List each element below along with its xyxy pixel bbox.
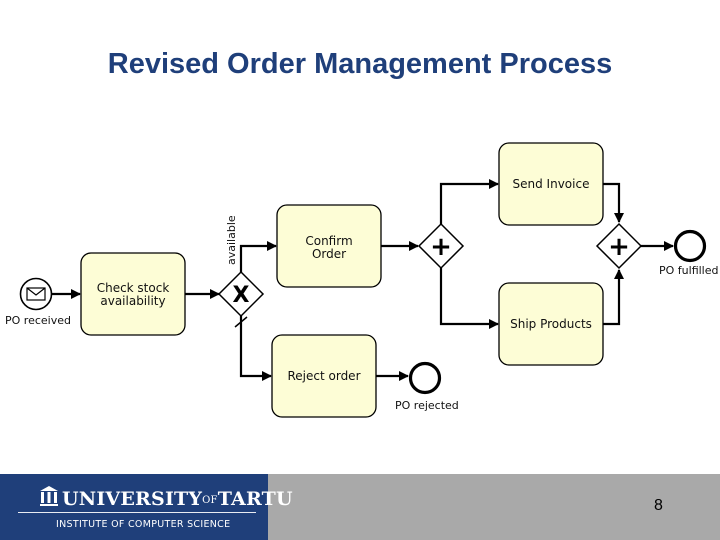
task-reject-order: Reject order — [271, 334, 377, 418]
flow-and-split-to-ship — [439, 268, 499, 329]
institute-name: INSTITUTE OF COMPUTER SCIENCE — [56, 519, 231, 530]
building-icon — [40, 486, 58, 506]
start-event-label: PO received — [5, 314, 71, 327]
flow-and-split-to-invoice — [439, 179, 499, 224]
and-join-gateway: + — [595, 222, 643, 270]
page-number: 8 — [654, 497, 663, 514]
and-split-symbol: + — [430, 232, 452, 262]
task-confirm-order: Confirm Order — [276, 204, 382, 288]
default-flow-marker — [234, 316, 248, 328]
end-event-fulfilled-label: PO fulfilled — [659, 264, 718, 277]
flow-ship-to-and-join — [603, 269, 624, 326]
end-event-rejected — [408, 361, 442, 395]
and-split-gateway: + — [417, 222, 465, 270]
university-branding: UNIVERSITYOFTARTU INSTITUTE OF COMPUTER … — [0, 474, 293, 540]
task-confirm-order-line1: Confirm — [305, 234, 352, 248]
end-event-rejected-label: PO rejected — [395, 399, 459, 412]
end-event-fulfilled — [673, 229, 707, 263]
task-check-stock: Check stock availability — [80, 252, 186, 336]
flow-xor-to-confirm — [239, 241, 277, 272]
bpmn-diagram: available PO received Check stock availa… — [5, 142, 718, 418]
xor-symbol: X — [233, 283, 250, 308]
start-event — [19, 277, 53, 311]
condition-label-available: available — [225, 215, 238, 265]
task-ship-products: Ship Products — [498, 282, 604, 366]
task-check-stock-line2: availability — [100, 294, 165, 308]
footer-divider — [18, 512, 256, 513]
task-check-stock-line1: Check stock — [97, 281, 170, 295]
university-name: UNIVERSITYOFTARTU — [62, 488, 293, 510]
and-join-symbol: + — [608, 232, 630, 262]
task-send-invoice-line1: Send Invoice — [513, 177, 590, 191]
flow-invoice-to-and-join — [603, 182, 624, 223]
task-send-invoice: Send Invoice — [498, 142, 604, 226]
task-confirm-order-line2: Order — [312, 247, 346, 261]
page-title: Revised Order Management Process — [107, 48, 613, 80]
sequence-flows — [52, 179, 674, 381]
footer-bar: UNIVERSITYOFTARTU INSTITUTE OF COMPUTER … — [0, 474, 720, 540]
envelope-icon — [26, 287, 46, 301]
task-reject-order-line1: Reject order — [287, 369, 360, 383]
task-ship-products-line1: Ship Products — [510, 317, 592, 331]
xor-gateway: X — [217, 270, 265, 318]
flow-xor-to-reject — [239, 316, 272, 381]
